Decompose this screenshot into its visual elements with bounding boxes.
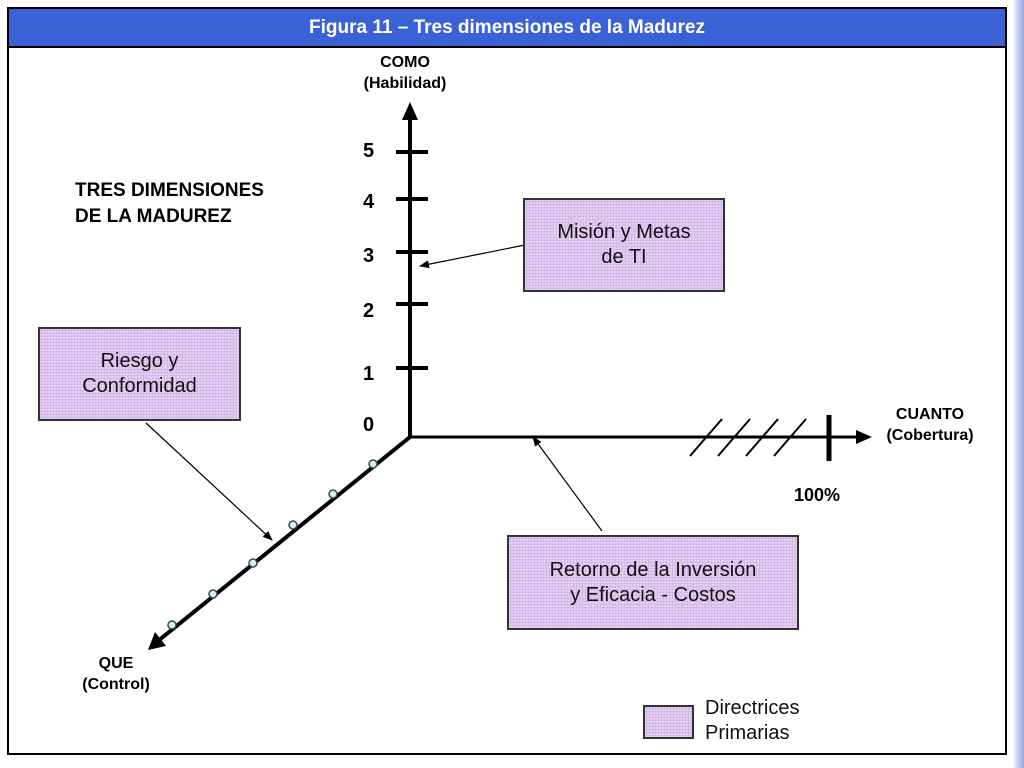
vertical-axis-arrowhead bbox=[402, 102, 418, 120]
mision-box-line2: de TI bbox=[601, 246, 647, 268]
horizontal-axis-subtitle: (Cobertura) bbox=[886, 427, 974, 444]
mision-box-line1: Misión y Metas bbox=[557, 221, 691, 243]
retorno-box: Retorno de la Inversión y Eficacia - Cos… bbox=[507, 535, 799, 630]
legend-label: Directrices Primarias bbox=[705, 696, 799, 746]
legend-swatch bbox=[643, 705, 694, 739]
tick-label-0: 0 bbox=[363, 414, 375, 436]
horizontal-axis-arrowhead bbox=[856, 430, 872, 444]
diagonal-axis-label: QUE (Control) bbox=[56, 653, 176, 695]
diagram-heading-line1: TRES DIMENSIONES bbox=[75, 180, 264, 201]
tick-label-1: 1 bbox=[363, 363, 375, 385]
vertical-axis-subtitle: (Habilidad) bbox=[363, 75, 447, 92]
diagonal-axis-title: QUE bbox=[98, 655, 134, 672]
riesgo-box: Riesgo y Conformidad bbox=[38, 327, 241, 421]
diagonal-dot bbox=[368, 459, 378, 469]
horizontal-axis-label: CUANTO (Cobertura) bbox=[862, 404, 998, 446]
hatch-mark bbox=[773, 418, 807, 457]
diagram-heading: TRES DIMENSIONES DE LA MADUREZ bbox=[75, 178, 264, 230]
vertical-axis-title: COMO bbox=[380, 54, 430, 71]
tick-label-5: 5 bbox=[363, 140, 375, 162]
diagonal-axis bbox=[156, 435, 412, 643]
horizontal-axis-title: CUANTO bbox=[895, 406, 965, 423]
mision-callout-arrow bbox=[419, 244, 526, 269]
riesgo-callout-arrow bbox=[145, 422, 273, 541]
diagram-heading-line2: DE LA MADUREZ bbox=[75, 206, 232, 227]
hatch-mark bbox=[689, 418, 723, 457]
tick-label-4: 4 bbox=[363, 191, 375, 213]
riesgo-box-line2: Conformidad bbox=[82, 375, 197, 397]
figure-title: Figura 11 – Tres dimensiones de la Madur… bbox=[9, 9, 1005, 48]
tick-label-2: 2 bbox=[363, 300, 375, 322]
window-edge-strip bbox=[1014, 0, 1024, 768]
full-coverage-label: 100% bbox=[794, 485, 841, 505]
diagonal-axis-arrowhead bbox=[148, 632, 166, 650]
diagonal-axis-subtitle: (Control) bbox=[82, 676, 150, 693]
hatch-mark bbox=[717, 418, 751, 457]
tick-label-3: 3 bbox=[363, 245, 375, 267]
diagonal-dot bbox=[328, 489, 338, 499]
diagonal-dot bbox=[288, 520, 298, 530]
retorno-callout-arrow bbox=[532, 436, 603, 532]
diagonal-dot bbox=[248, 558, 258, 568]
legend-label-line2: Primarias bbox=[705, 722, 790, 744]
diagonal-dot bbox=[167, 620, 177, 630]
retorno-box-line1: Retorno de la Inversión bbox=[549, 558, 757, 581]
legend-label-line1: Directrices bbox=[705, 697, 800, 719]
diagonal-dot bbox=[208, 589, 218, 599]
riesgo-box-line1: Riesgo y bbox=[100, 350, 179, 372]
mision-box: Misión y Metas de TI bbox=[523, 198, 725, 292]
hatch-mark bbox=[745, 418, 779, 457]
vertical-axis-label: COMO (Habilidad) bbox=[335, 52, 475, 94]
retorno-box-line2: y Eficacia - Costos bbox=[570, 583, 736, 606]
